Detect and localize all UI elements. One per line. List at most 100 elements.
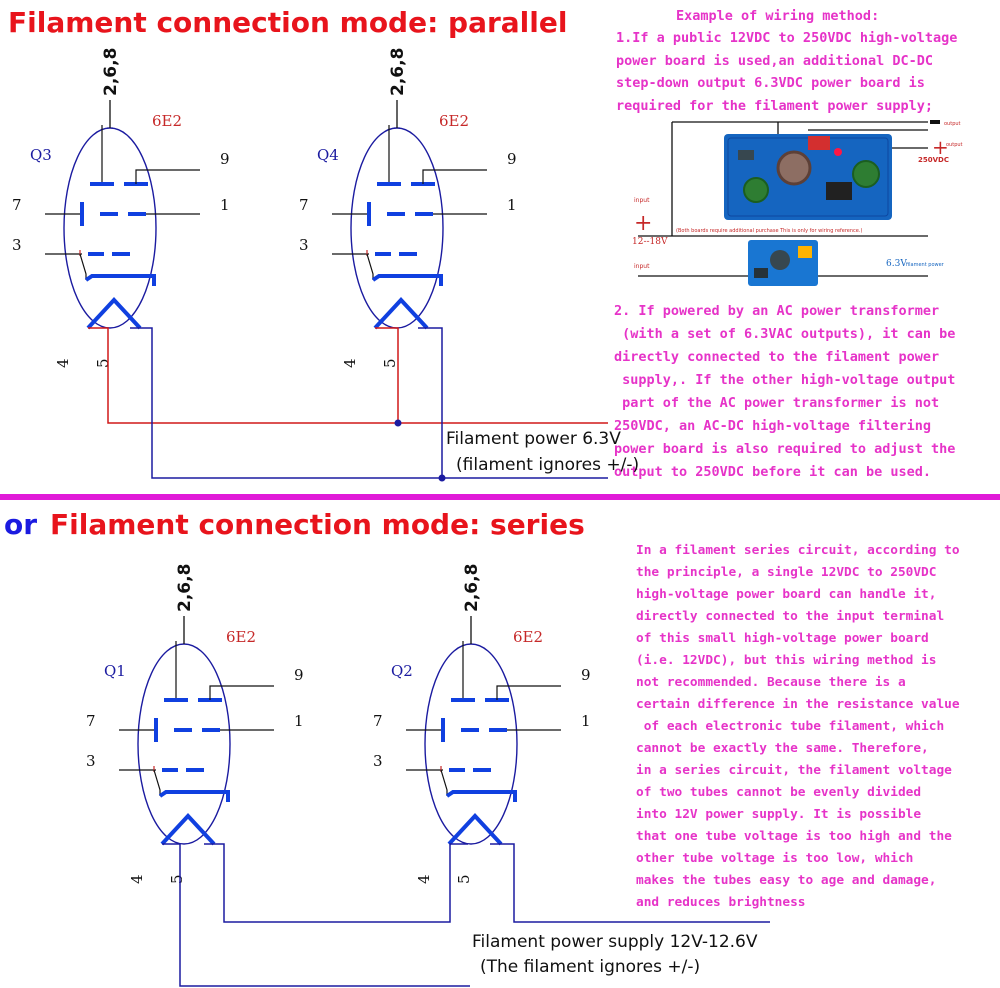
note-line: 250VDC, an AC-DC high-voltage filtering bbox=[614, 418, 931, 434]
pin-label: 3 bbox=[12, 236, 22, 254]
note-line: power board is also required to adjust t… bbox=[614, 441, 956, 457]
pin-label: 4 bbox=[128, 874, 146, 884]
cathode-lead bbox=[79, 253, 87, 280]
note-line: not recommended. Because there is a bbox=[636, 675, 906, 690]
tube-ref-label: Q4 bbox=[317, 146, 339, 164]
pin-label: 4 bbox=[415, 874, 433, 884]
pin9-lead bbox=[135, 169, 200, 184]
pin-label: 1 bbox=[581, 712, 591, 730]
pin-label: 5 bbox=[94, 358, 112, 368]
series-power-polarity: (The filament ignores +/-) bbox=[480, 957, 701, 977]
pin-label: 4 bbox=[341, 358, 359, 368]
pin-label: 5 bbox=[455, 874, 473, 884]
inductor-icon bbox=[776, 150, 812, 186]
photo-output-label-2: output bbox=[946, 142, 963, 148]
filament-electrode bbox=[160, 813, 216, 846]
tube-envelope bbox=[350, 127, 444, 329]
note-line: (with a set of 6.3VAC outputs), it can b… bbox=[614, 326, 956, 342]
pin-label: 7 bbox=[12, 196, 22, 214]
junction-dot bbox=[394, 419, 402, 427]
note-line: (i.e. 12VDC), but this wiring method is bbox=[636, 653, 937, 668]
note-line: step-down output 6.3VDC power board is bbox=[616, 75, 925, 91]
terminal-block-icon bbox=[808, 136, 830, 150]
cathode-electrode bbox=[371, 274, 443, 286]
note-line: other tube voltage is too low, which bbox=[636, 851, 914, 866]
minus-icon bbox=[930, 120, 940, 124]
pin9-lead bbox=[422, 169, 487, 184]
note-line: of each electronic tube filament, which bbox=[636, 719, 945, 734]
pin9-lead bbox=[496, 685, 561, 700]
parallel-power-polarity: (filament ignores +/-) bbox=[456, 455, 640, 475]
pin-label: 5 bbox=[381, 358, 399, 368]
cathode-lead bbox=[440, 769, 448, 796]
note-line: high-voltage power board can handle it, bbox=[636, 587, 937, 602]
note-line: output to 250VDC before it can be used. bbox=[614, 464, 931, 480]
series-prefix: or bbox=[4, 508, 38, 541]
tube-model-label: 6E2 bbox=[226, 628, 256, 646]
photo-input-label-2: input bbox=[634, 263, 650, 270]
tube-model-label: 6E2 bbox=[152, 112, 182, 130]
note-line: of this small high-voltage power board bbox=[636, 631, 929, 646]
note-line: directly connected to the input terminal bbox=[636, 609, 945, 624]
pin-label: 7 bbox=[299, 196, 309, 214]
note-line: that one tube voltage is too high and th… bbox=[636, 829, 952, 844]
note-line: supply,. If the other high-voltage outpu… bbox=[614, 372, 956, 388]
filament-wire-red bbox=[88, 327, 608, 424]
filament-electrode bbox=[86, 297, 142, 330]
tube-envelope bbox=[424, 643, 518, 845]
note-line: of two tubes cannot be evenly divided bbox=[636, 785, 922, 800]
tube-envelope bbox=[63, 127, 157, 329]
filament-wire-red bbox=[375, 327, 399, 423]
plus-icon: + bbox=[634, 211, 652, 236]
photo-input-range: 12--18V bbox=[632, 237, 668, 247]
pin-label: 9 bbox=[294, 666, 304, 684]
pin-label: 1 bbox=[220, 196, 230, 214]
section-divider bbox=[0, 494, 1000, 500]
cathode-electrode bbox=[445, 790, 517, 802]
photo-output-label: output bbox=[944, 121, 961, 127]
cathode-electrode bbox=[158, 790, 230, 802]
note-line: directly connected to the filament power bbox=[614, 349, 940, 365]
tube-ref-label: Q2 bbox=[391, 662, 413, 680]
note-line: In a filament series circuit, according … bbox=[636, 543, 960, 558]
note-line: required for the filament power supply; bbox=[616, 97, 933, 114]
photo-250vdc-label: 250VDC bbox=[918, 156, 949, 164]
note-line: makes the tubes easy to age and damage, bbox=[636, 873, 937, 888]
tube-envelope bbox=[137, 643, 231, 845]
pin-label: 7 bbox=[373, 712, 383, 730]
series-wire bbox=[490, 843, 770, 923]
plus-icon-output: + bbox=[932, 135, 949, 159]
pin-label: 9 bbox=[507, 150, 517, 168]
tube-ref-label: Q3 bbox=[30, 146, 52, 164]
pin-label: 5 bbox=[168, 874, 186, 884]
pin9-lead bbox=[209, 685, 274, 700]
note-line: the principle, a single 12VDC to 250VDC bbox=[636, 565, 937, 580]
note-line: into 12V power supply. It is possible bbox=[636, 807, 922, 822]
cathode-electrode bbox=[84, 274, 156, 286]
power-board-illustration: input + 12--18V input (Both boards requi… bbox=[632, 120, 963, 286]
filament-wire-blue bbox=[130, 327, 608, 479]
pin-label: 9 bbox=[581, 666, 591, 684]
capacitor-icon bbox=[743, 177, 769, 203]
note-line: part of the AC power transformer is not bbox=[614, 395, 940, 411]
filament-wire-blue bbox=[418, 327, 443, 478]
note-line: 2. If powered by an AC power transformer bbox=[614, 303, 940, 319]
parallel-title: Filament connection mode: parallel bbox=[8, 6, 568, 39]
photo-filament-sub: filament power bbox=[906, 262, 945, 268]
pin-label: 3 bbox=[86, 752, 96, 770]
top-pins-label: 2,6,8 bbox=[388, 48, 408, 96]
pin-label: 1 bbox=[294, 712, 304, 730]
filament-electrode bbox=[447, 813, 503, 846]
pin-label: 9 bbox=[220, 150, 230, 168]
pin-label: 4 bbox=[54, 358, 72, 368]
photo-filament-voltage: 6.3V bbox=[886, 259, 907, 269]
wiring-note-heading: Example of wiring method: bbox=[676, 8, 880, 24]
series-wire bbox=[204, 843, 468, 923]
pin-label: 3 bbox=[373, 752, 383, 770]
cathode-lead bbox=[366, 253, 374, 280]
pin-label: 7 bbox=[86, 712, 96, 730]
pin-label: 3 bbox=[299, 236, 309, 254]
cathode-lead bbox=[153, 769, 161, 796]
